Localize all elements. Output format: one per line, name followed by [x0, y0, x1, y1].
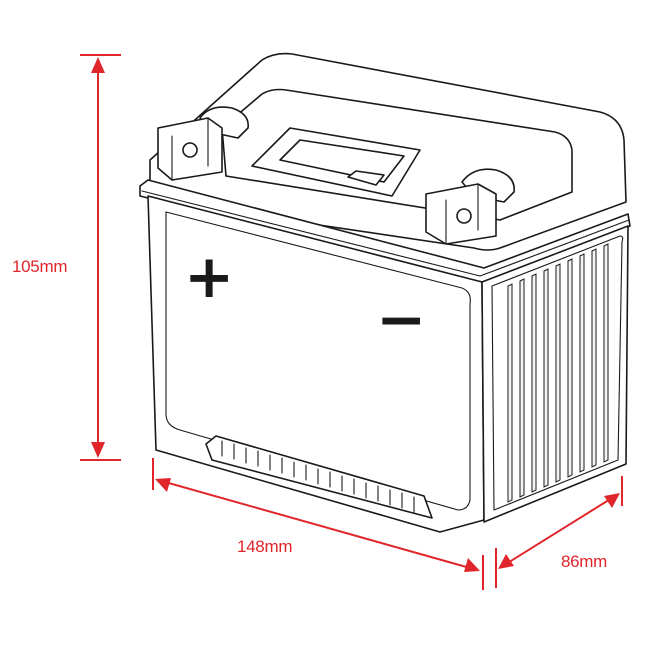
negative-terminal-post	[425, 168, 515, 245]
height-dimension-line	[80, 54, 121, 461]
front-vent	[205, 435, 433, 519]
depth-label: 86mm	[561, 552, 608, 571]
indicator-lens	[279, 139, 405, 183]
positive-terminal-post	[157, 106, 249, 181]
indicator-element	[347, 170, 385, 186]
positive-symbol: +	[184, 242, 234, 312]
front-vent-ribs	[221, 440, 415, 513]
width-dimension-line	[152, 458, 484, 590]
battery-illustration: + −	[139, 52, 631, 533]
height-label: 105mm	[12, 257, 68, 276]
negative-symbol: −	[376, 285, 426, 355]
width-label: 148mm	[237, 537, 293, 556]
side-cooling-fins	[507, 243, 609, 503]
depth-dimension-line	[495, 476, 623, 588]
